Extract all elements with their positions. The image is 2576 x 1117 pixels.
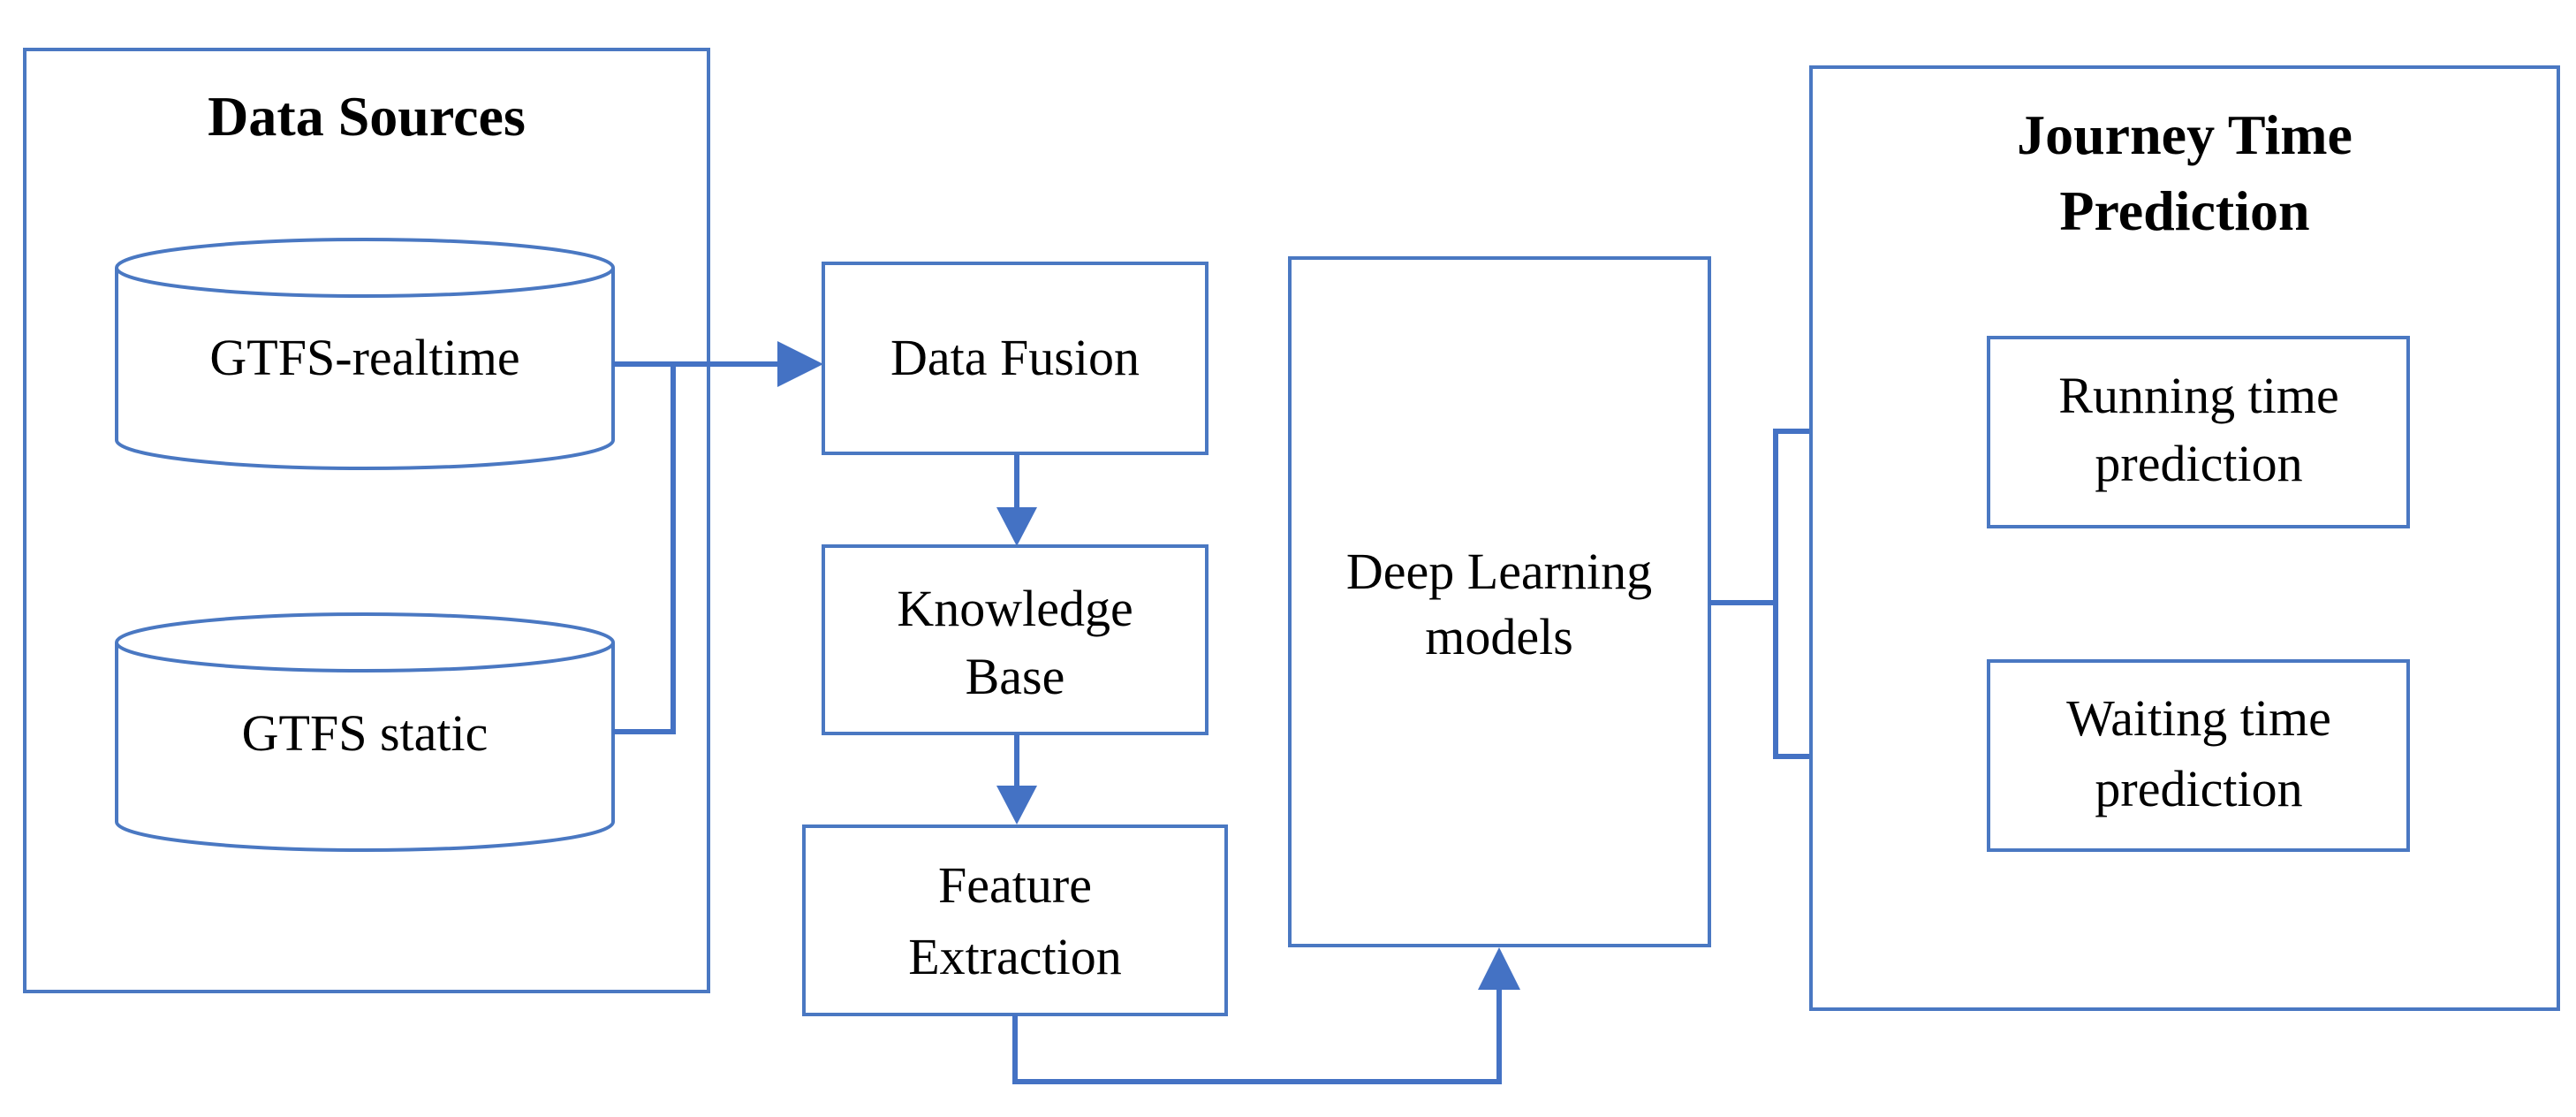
gtfs-realtime-database: GTFS-realtime	[115, 238, 615, 470]
gtfs-static-cylinder-body	[115, 642, 615, 852]
gtfs-realtime-cylinder-top	[115, 238, 615, 298]
gtfs-realtime-label: GTFS-realtime	[209, 329, 519, 386]
journey-time-title-line1: Journey Time	[2017, 103, 2352, 166]
arrow-into-deep-learning	[1478, 947, 1520, 990]
running-time-box: Running time prediction	[1987, 336, 2410, 528]
knowledge-base-box: Knowledge Base	[822, 544, 1208, 735]
gtfs-static-cylinder-top	[115, 612, 615, 672]
arrow-into-feature-extraction	[996, 786, 1037, 824]
waiting-time-label-line2: prediction	[2095, 760, 2302, 817]
data-sources-title: Data Sources	[208, 85, 526, 148]
data-fusion-box: Data Fusion	[822, 262, 1208, 455]
data-fusion-label: Data Fusion	[890, 329, 1140, 386]
connector-static-to-fusion	[613, 364, 676, 734]
running-time-label-line2: prediction	[2095, 435, 2302, 492]
arrow-into-knowledge-base	[996, 507, 1037, 546]
data-sources-panel: Data Sources GTFS-realtime GTFS static	[23, 48, 710, 993]
arrow-into-data-fusion	[777, 341, 823, 387]
journey-time-title-line2: Prediction	[2059, 179, 2309, 242]
deep-learning-label-line1: Deep Learning	[1346, 543, 1652, 600]
feature-extraction-label-line2: Extraction	[908, 928, 1122, 985]
journey-time-frame	[1809, 65, 2560, 1011]
gtfs-realtime-cylinder-body	[115, 268, 615, 470]
waiting-time-label-line1: Waiting time	[2066, 689, 2331, 747]
connector-feature-to-models	[1012, 990, 1502, 1084]
knowledge-base-label-line2: Base	[966, 648, 1065, 705]
feature-extraction-box: Feature Extraction	[802, 824, 1228, 1016]
running-time-label-line1: Running time	[2058, 367, 2338, 424]
knowledge-base-label-line1: Knowledge	[897, 580, 1133, 637]
deep-learning-label-line2: models	[1425, 608, 1573, 665]
gtfs-static-database: GTFS static	[115, 612, 615, 852]
feature-extraction-label-line1: Feature	[938, 856, 1092, 914]
waiting-time-box: Waiting time prediction	[1987, 659, 2410, 852]
gtfs-static-label: GTFS static	[242, 704, 489, 762]
deep-learning-box: Deep Learning models	[1288, 256, 1711, 947]
journey-time-panel: Journey Time Prediction Running time pre…	[1809, 65, 2560, 1011]
